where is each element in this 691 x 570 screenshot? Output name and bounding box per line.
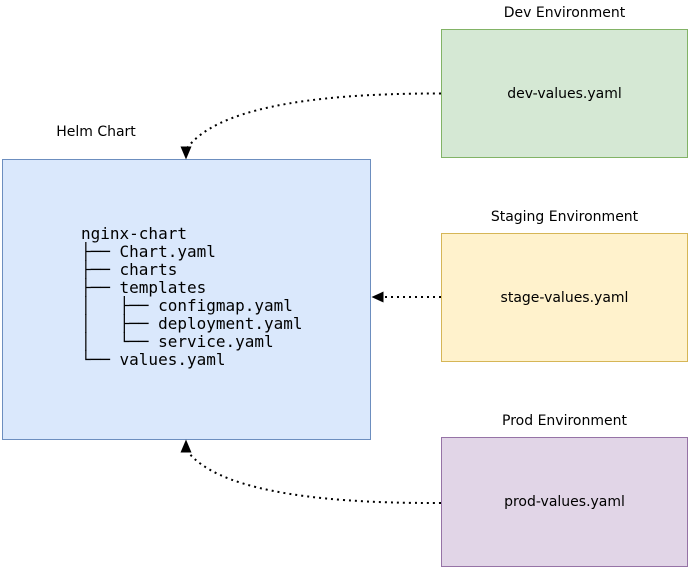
- arrowhead-left-icon: [371, 291, 384, 303]
- helm-chart-box: nginx-chart ├── Chart.yaml ├── charts ├─…: [2, 159, 371, 440]
- arrowhead-up-icon: [180, 439, 192, 453]
- staging-environment-box: stage-values.yaml: [441, 233, 688, 362]
- prod-values-file-label: prod-values.yaml: [504, 494, 625, 510]
- staging-environment-label: Staging Environment: [490, 209, 639, 225]
- prod-environment-label: Prod Environment: [502, 413, 627, 429]
- stage-values-file-label: stage-values.yaml: [500, 289, 629, 306]
- arrow-dev-to-helm: [180, 92, 442, 160]
- helm-chart-label: Helm Chart: [56, 124, 136, 140]
- arrowhead-down-icon: [180, 146, 192, 160]
- arrow-prod-to-helm: [180, 439, 442, 505]
- dev-environment-box: dev-values.yaml: [441, 29, 688, 158]
- helm-chart-file-tree: nginx-chart ├── Chart.yaml ├── charts ├─…: [81, 224, 303, 369]
- prod-environment-box: prod-values.yaml: [441, 437, 688, 567]
- dev-environment-label: Dev Environment: [503, 5, 626, 21]
- dev-values-file-label: dev-values.yaml: [507, 85, 622, 102]
- arrow-stage-to-helm: [371, 291, 441, 303]
